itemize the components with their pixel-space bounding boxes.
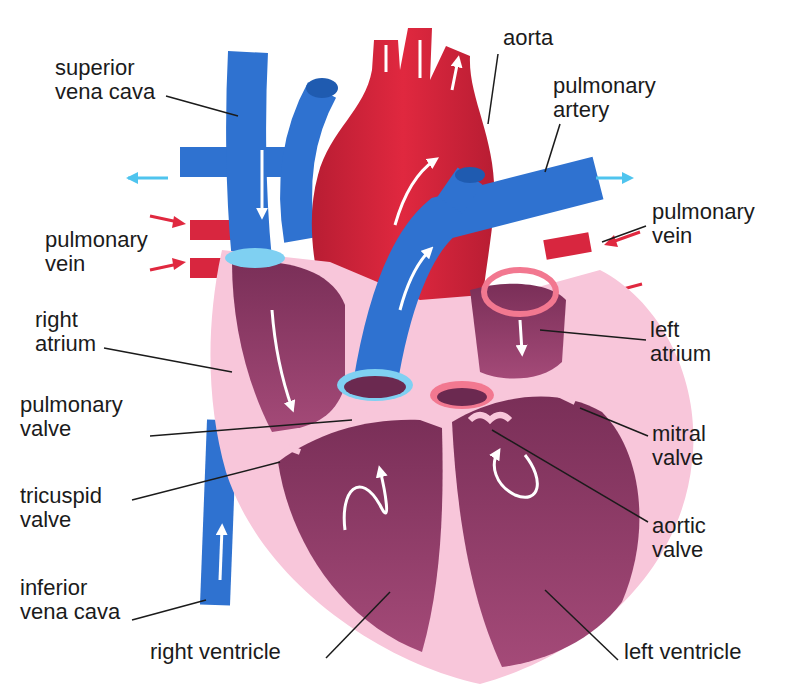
flow-arrow (596, 177, 626, 180)
chamber-label: left atrium (650, 318, 730, 366)
vessel-opening (306, 78, 338, 98)
aortic-valve (470, 415, 510, 420)
heart-wall (210, 250, 693, 684)
chamber-label: right ventricle (150, 640, 281, 664)
pulmonary-valve (350, 407, 390, 412)
chamber-label: right atrium (35, 308, 125, 356)
valve-label: aortic valve (652, 514, 737, 562)
vessel-opening (344, 376, 406, 398)
tricuspid-valve (268, 440, 300, 452)
vessel-opening (437, 388, 487, 406)
vessel-opening (430, 381, 494, 409)
flow-arrow (520, 320, 522, 352)
mitral-valve (550, 390, 575, 402)
vessel-opening (337, 369, 413, 401)
chamber-label: left ventricle (624, 640, 741, 664)
flow-arrow (126, 172, 138, 184)
vessel-label: superior vena cava (55, 56, 180, 104)
valve-label: pulmonary valve (20, 393, 145, 441)
vessel-opening (484, 270, 556, 314)
vessel-opening (455, 167, 485, 183)
valve-label: mitral valve (652, 422, 737, 470)
vessel-label: pulmonary vein (45, 228, 170, 276)
leader-lines (104, 54, 648, 660)
flow-arrow (272, 310, 292, 408)
vessel-opening (225, 248, 285, 268)
superior-vena-cava (246, 52, 252, 260)
flow-arrow (261, 150, 264, 215)
flow-arrow (494, 452, 537, 497)
flow-arrow (386, 40, 458, 90)
vessel-label: aorta (503, 26, 553, 50)
right-atrium (232, 261, 345, 432)
pulmonary-artery (375, 178, 598, 385)
vessel-label: pulmonary artery (553, 74, 678, 122)
flow-arrow (400, 250, 430, 310)
flow-arrow (622, 172, 634, 184)
vessel-label: pulmonary vein (652, 200, 777, 248)
flow-arrow (172, 216, 186, 270)
flow-arrow (220, 528, 222, 580)
flow-arrow (344, 470, 386, 530)
valve-label: tricuspid valve (20, 484, 135, 532)
right-ventricle (278, 420, 443, 652)
vessel-label: inferior vena cava (20, 576, 130, 624)
left-ventricle (452, 396, 639, 667)
